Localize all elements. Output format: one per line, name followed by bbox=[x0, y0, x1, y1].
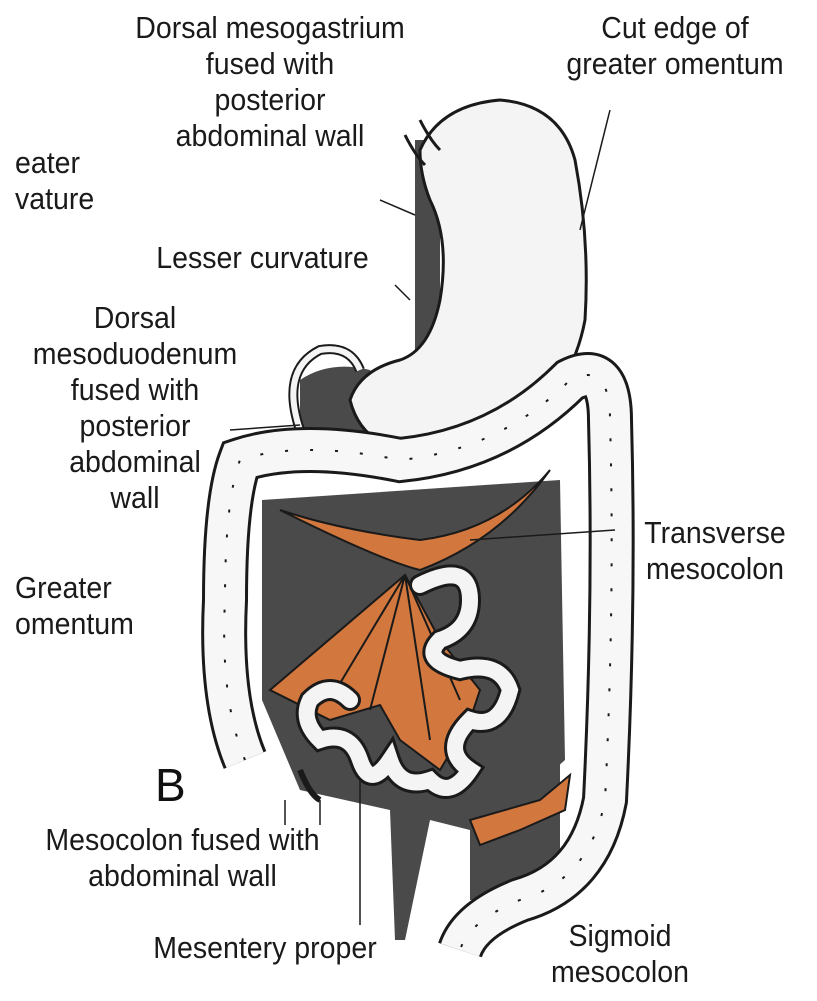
label-sigmoid-mesocolon: Sigmoid mesocolon bbox=[533, 918, 708, 990]
label-transverse-mesocolon: Transverse mesocolon bbox=[628, 515, 803, 587]
panel-letter: B bbox=[155, 758, 186, 812]
label-greater-omentum: Greater omentum bbox=[15, 570, 171, 642]
label-mesentery-proper: Mesentery proper bbox=[136, 930, 394, 966]
label-dorsal-mesoduodenum: Dorsal mesoduodenum fused with posterior… bbox=[20, 300, 250, 516]
label-greater-curvature: eater vature bbox=[15, 145, 125, 217]
label-cut-edge-greater-omentum: Cut edge of greater omentum bbox=[551, 10, 799, 82]
label-lesser-curvature: Lesser curvature bbox=[141, 240, 385, 276]
label-mesocolon-fused: Mesocolon fused with abdominal wall bbox=[24, 822, 341, 894]
label-dorsal-mesogastrium: Dorsal mesogastrium fused with posterior… bbox=[118, 10, 422, 154]
